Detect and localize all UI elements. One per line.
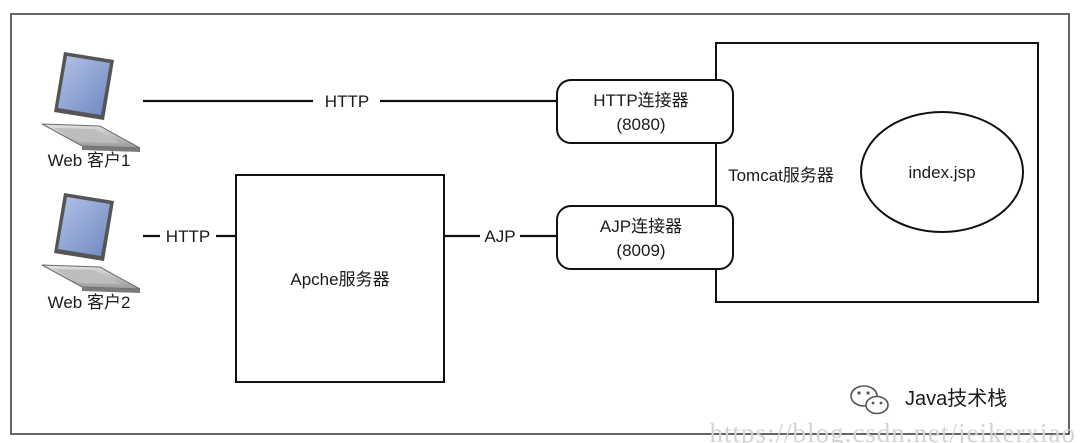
- ajp-connector-box: [556, 205, 734, 270]
- ajp-connector-name: AJP连接器: [600, 217, 682, 236]
- client-2-label: Web 客户2: [48, 293, 131, 312]
- ajp-link-label: AJP: [484, 227, 515, 246]
- http-connector-port: (8080): [616, 115, 665, 134]
- jsp-label: index.jsp: [908, 163, 975, 182]
- laptop-icon: [41, 51, 141, 153]
- client1-http-label: HTTP: [325, 92, 369, 111]
- client2-http-label: HTTP: [166, 227, 210, 246]
- outer-frame: [10, 13, 1070, 435]
- ajp-connector-port: (8009): [616, 241, 665, 260]
- apache-server-box: [235, 174, 445, 383]
- url-watermark: https://blog.csdn.net/jeikerxiao: [710, 418, 1076, 443]
- wechat-logo-icon: [850, 385, 889, 415]
- laptop-icon: [41, 192, 141, 294]
- apache-server-label: Apche服务器: [290, 270, 389, 289]
- tomcat-server-label: Tomcat服务器: [728, 166, 834, 185]
- jsp-ellipse: [860, 111, 1024, 233]
- client-1-label: Web 客户1: [48, 151, 131, 170]
- http-connector-name: HTTP连接器: [593, 91, 688, 110]
- watermark-brand: Java技术栈: [905, 387, 1007, 410]
- http-connector-box: [556, 79, 734, 144]
